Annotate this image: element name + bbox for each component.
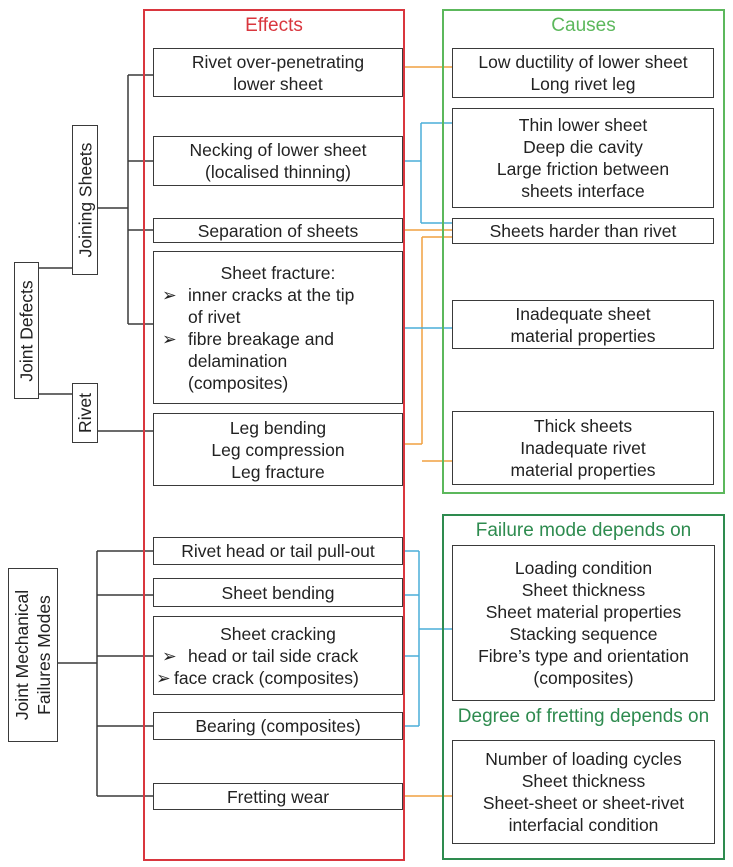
fretting-title: Degree of fretting depends on — [457, 706, 710, 727]
failure-mode-factors: Loading condition Sheet thickness Sheet … — [452, 545, 715, 701]
effects-title: Effects — [245, 15, 303, 36]
cause-low-ductility: Low ductility of lower sheet Long rivet … — [452, 48, 714, 98]
fretting-factors: Number of loading cycles Sheet thickness… — [452, 740, 715, 844]
effect-sheet-bending: Sheet bending — [153, 578, 403, 607]
arrowhead-bullet-icon: ➢ — [156, 667, 171, 688]
effect-bearing: Bearing (composites) — [153, 712, 403, 740]
causes-title: Causes — [551, 15, 616, 36]
effect-rivet-pull-out: Rivet head or tail pull-out — [153, 537, 403, 565]
effect-sheet-cracking: Sheet cracking ➢head or tail side crack … — [153, 616, 403, 695]
effect-rivet-over-penetrating: Rivet over-penetrating lower sheet — [153, 48, 403, 97]
effect-sheet-fracture: Sheet fracture: ➢inner cracks at the tip… — [153, 251, 403, 404]
cause-thin-lower-sheet: Thin lower sheet Deep die cavity Large f… — [452, 108, 714, 208]
depends-frame: Failure mode depends on Degree of fretti… — [442, 514, 725, 860]
effect-necking: Necking of lower sheet (localised thinni… — [153, 136, 403, 186]
effect-leg-failures: Leg bending Leg compression Leg fracture — [153, 413, 403, 486]
joint-mechanical-failures-label: Joint Mechanical Failures Modes — [8, 568, 58, 742]
effect-separation: Separation of sheets — [153, 218, 403, 243]
cause-thick-sheets: Thick sheets Inadequate rivet material p… — [452, 411, 714, 485]
joining-sheets-label: Joining Sheets — [72, 125, 98, 275]
causes-frame: Causes — [442, 9, 725, 494]
joint-defects-label: Joint Defects — [14, 262, 39, 399]
cause-inadequate-sheet-properties: Inadequate sheet material properties — [452, 300, 714, 349]
rivet-label: Rivet — [72, 383, 98, 443]
arrowhead-bullet-icon: ➢ — [162, 645, 177, 666]
effect-fretting-wear: Fretting wear — [153, 783, 403, 810]
arrowhead-bullet-icon: ➢ — [162, 328, 177, 349]
effects-frame: Effects — [143, 9, 405, 861]
arrowhead-bullet-icon: ➢ — [162, 284, 177, 305]
cause-sheets-harder: Sheets harder than rivet — [452, 218, 714, 244]
failure-mode-title: Failure mode depends on — [475, 520, 692, 541]
